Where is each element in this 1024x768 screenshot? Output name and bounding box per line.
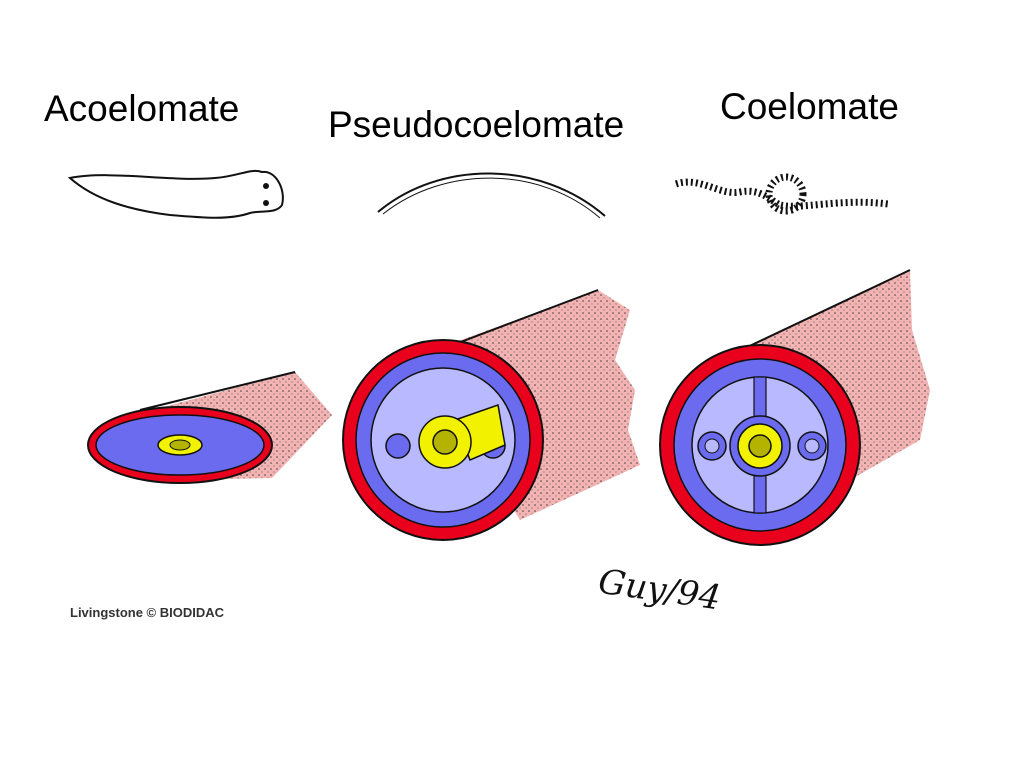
- credit-caption: Livingstone © BIODIDAC: [70, 605, 225, 620]
- label-coelomate: Coelomate: [720, 86, 899, 127]
- segmented-worm-icon: [674, 173, 889, 215]
- label-acoelomate: Acoelomate: [44, 88, 240, 129]
- label-pseudocoelomate: Pseudocoelomate: [328, 104, 625, 145]
- coelomate-cross-section: [659, 269, 930, 546]
- pseudocoelomate-cross-section: [342, 289, 640, 541]
- acoelomate-cross-section: [87, 371, 332, 484]
- flatworm-icon: [67, 169, 284, 219]
- roundworm-icon: [377, 172, 606, 219]
